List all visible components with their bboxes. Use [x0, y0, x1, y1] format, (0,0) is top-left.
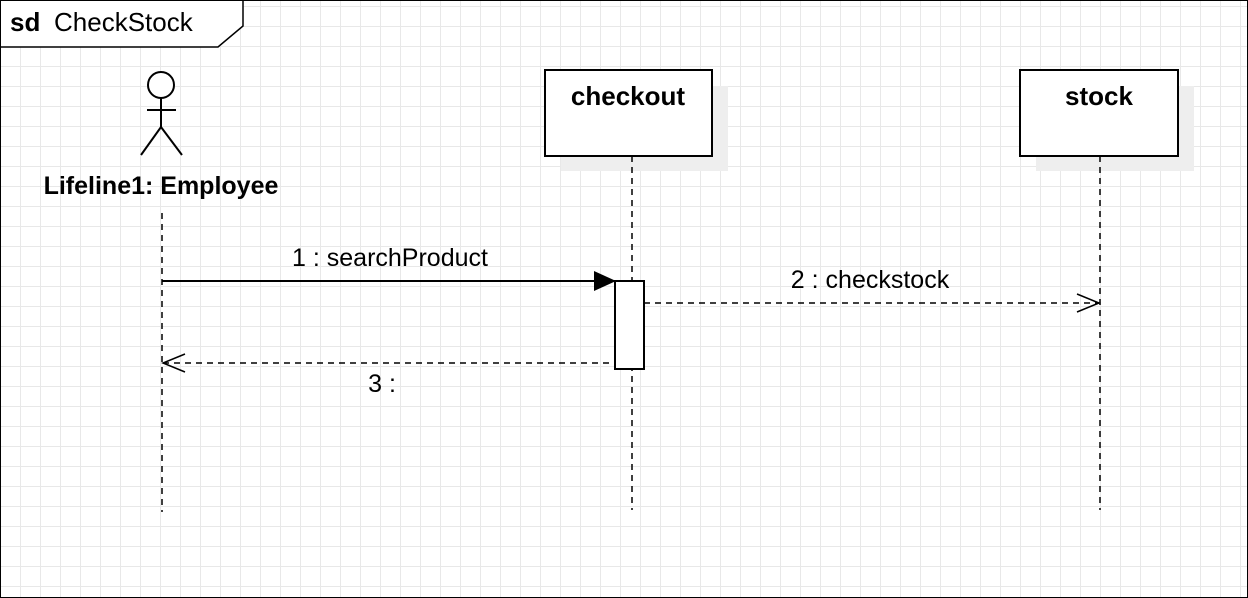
checkout-box: [544, 69, 713, 157]
message-3[interactable]: 3 :: [161, 353, 615, 398]
open-arrowhead-icon: [161, 353, 186, 373]
message-1-label: 1 : searchProduct: [292, 244, 488, 272]
lifeline-stock[interactable]: stock: [1019, 69, 1194, 510]
lifeline-actor[interactable]: Lifeline1: Employee: [44, 71, 279, 512]
filled-arrowhead-icon: [594, 271, 616, 291]
lifeline-checkout[interactable]: checkout: [544, 69, 728, 510]
stock-label: stock: [1065, 81, 1133, 111]
message-2-label: 2 : checkstock: [791, 266, 950, 294]
message-3-label: 3 :: [368, 370, 396, 398]
open-arrowhead-icon: [1076, 293, 1101, 313]
stock-box: [1019, 69, 1179, 157]
checkout-label: checkout: [571, 81, 685, 111]
frame-tab-pentagon: [0, 0, 244, 48]
actor-label: Lifeline1: Employee: [44, 172, 279, 200]
frame-tab: sd CheckStock: [0, 0, 244, 48]
frame-keyword: sd: [10, 7, 40, 37]
checkout-activation-bar: [614, 280, 645, 370]
message-1[interactable]: 1 : searchProduct: [162, 244, 616, 291]
actor-stick-figure-icon: [140, 71, 183, 156]
message-2[interactable]: 2 : checkstock: [644, 266, 1101, 313]
frame-name: CheckStock: [54, 7, 194, 37]
